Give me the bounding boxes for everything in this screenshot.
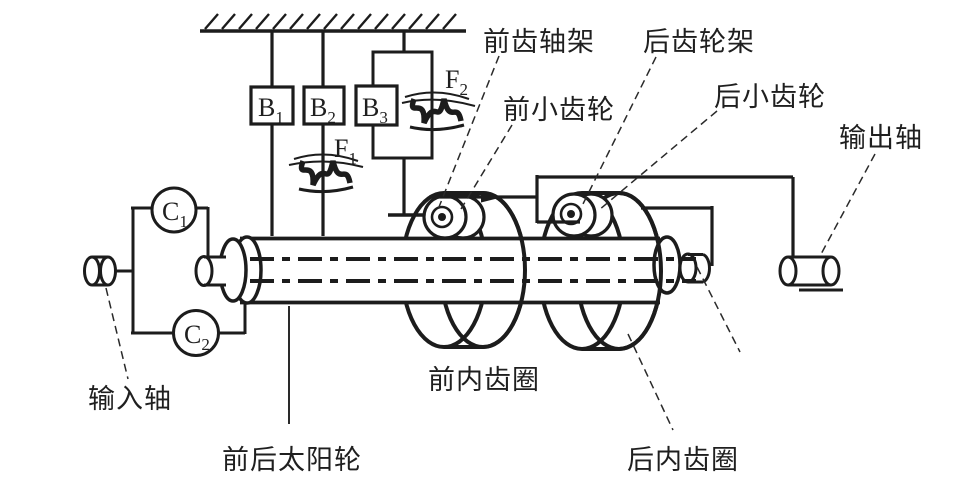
brake-b1-box [249, 85, 295, 126]
input-shaft-leader [105, 287, 129, 380]
rear-pinion-gear [551, 192, 614, 238]
rear-carrier-leader [579, 56, 657, 211]
freewheel-f1-label: F1 [334, 134, 357, 168]
rear-carrier-label: 后齿轮架 [643, 27, 755, 57]
front-carrier-link-knot [481, 191, 503, 203]
brake-b1-label: B1 [258, 93, 284, 127]
front-carrier-label: 前齿轴架 [483, 27, 595, 57]
front-pinion-leader [460, 124, 513, 210]
clutch-loop [116, 206, 247, 335]
brake-b3-box [354, 84, 399, 127]
sun-gear-shaft [194, 235, 711, 305]
input-shaft-stub [83, 255, 117, 287]
ceiling-hatching [204, 13, 457, 30]
output-shaft-leader [819, 153, 876, 257]
rear-pinion-leader [598, 110, 718, 211]
clutch-c1-label: C1 [162, 197, 188, 231]
rear-ring-label: 后内齿圈 [627, 445, 739, 475]
front-ring-label: 前内齿圈 [428, 365, 540, 395]
clutch-c2-label: C2 [184, 320, 210, 354]
rear-ring-leader [627, 333, 674, 431]
input-shaft-label: 输入轴 [88, 384, 172, 414]
brake-b3-label: B3 [362, 93, 388, 127]
clutch-c2-circle [172, 309, 220, 357]
rear-pinion-label: 后小齿轮 [714, 82, 826, 112]
ground-ceiling [200, 13, 466, 87]
front-pinion-label: 前小齿轮 [503, 95, 615, 125]
rear-hub-leader [696, 266, 741, 353]
freewheel-f2-symbol [401, 91, 476, 132]
front-carrier-leader [436, 55, 500, 213]
leader-lines [105, 55, 876, 431]
brake-b2-label: B2 [310, 93, 336, 127]
brake-group: B1 B2 B3 [249, 50, 434, 236]
front-pinion-gear [422, 194, 486, 240]
output-shaft-stub [778, 255, 843, 292]
sun-gear-label: 前后太阳轮 [222, 445, 362, 475]
shaft-left-nub [194, 255, 214, 287]
rear-ring-right-cap [618, 191, 663, 351]
freewheel-f2-label: F2 [445, 65, 468, 99]
output-shaft-label: 输出轴 [839, 123, 923, 153]
front-ring-right-cap [482, 191, 527, 349]
clutch-c1-circle [150, 186, 198, 234]
brake-b2-box [302, 85, 346, 126]
freewheel-f1-symbol [288, 153, 364, 194]
